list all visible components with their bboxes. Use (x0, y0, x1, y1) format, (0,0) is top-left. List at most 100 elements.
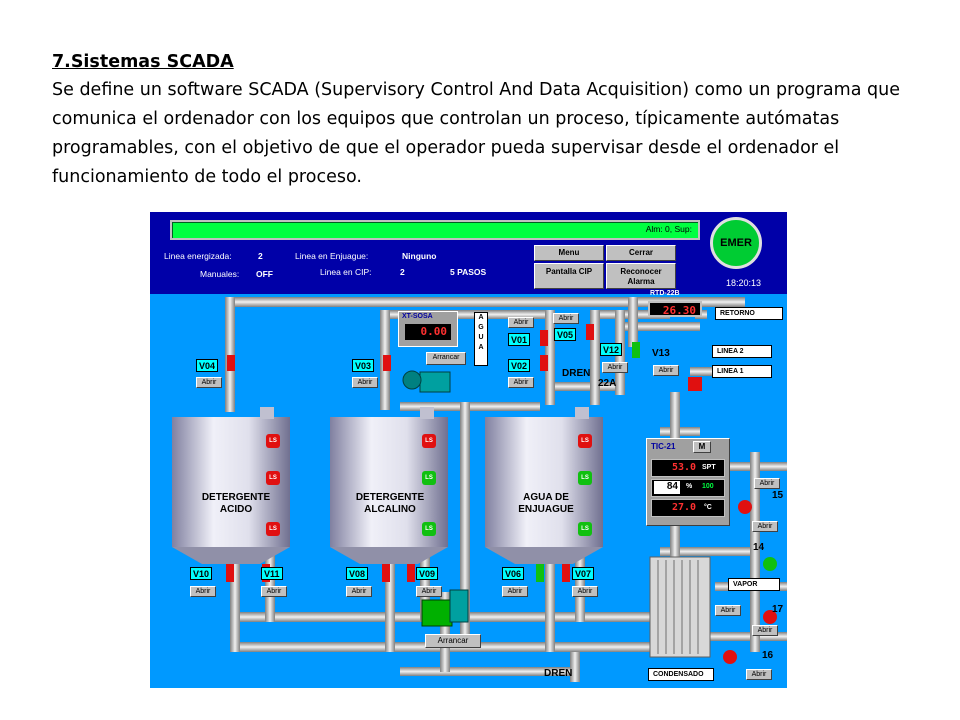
abrir-17b-button[interactable]: Abrir (752, 625, 778, 636)
pasos-value: 5 PASOS (450, 267, 487, 277)
agua-letter: G (478, 324, 484, 331)
alarm-bar: Alm: 0, Sup: (170, 220, 700, 240)
menu-button[interactable]: Menu (534, 245, 604, 261)
abrir-v06-button[interactable]: Abrir (502, 586, 528, 597)
manuales-label: Manuales: (200, 269, 240, 279)
tic21-pv-value: 27.0 (672, 502, 697, 513)
xt-sosa-value: 0.00 (405, 324, 451, 340)
heat-exchanger (649, 556, 711, 658)
label-16: 16 (762, 650, 774, 661)
abrir-v03-button[interactable]: Abrir (352, 377, 378, 388)
tic21-pv-unit: °C (704, 504, 712, 511)
dren-bottom-label: DREN (544, 668, 573, 679)
xt-sosa-panel: XT-SOSA 0.00 (398, 311, 458, 347)
abrir-v13-button[interactable]: Abrir (653, 365, 679, 376)
level-switch-alcalino-mid: LS (422, 471, 436, 485)
linea-cip-value: 2 (400, 267, 405, 277)
abrir-v07-button[interactable]: Abrir (572, 586, 598, 597)
abrir-v11-button[interactable]: Abrir (261, 586, 287, 597)
abrir-15-button[interactable]: Abrir (754, 478, 780, 489)
linea-energizada-label: Linea energizada: (164, 251, 232, 261)
pump-top (402, 370, 451, 393)
pump-bottom (421, 589, 469, 627)
tic21-setpoint-label: SPT (702, 464, 716, 471)
condensado-tag: CONDENSADO (648, 668, 714, 681)
manuales-value: OFF (256, 269, 273, 279)
abrir-v02-button[interactable]: Abrir (508, 377, 534, 388)
tank-acido-label: DETERGENTE ACIDO (201, 492, 271, 515)
emergency-button[interactable]: EMER (710, 217, 762, 269)
valve-v09-tag: V09 (416, 567, 439, 580)
level-switch-acido-mid: LS (266, 471, 280, 485)
valve-v12-tag: V12 (600, 343, 623, 356)
tank-acido (172, 407, 290, 564)
abrir-v04-button[interactable]: Abrir (196, 377, 222, 388)
valve-v05-tag: V05 (554, 328, 577, 341)
clock: 18:20:13 (726, 278, 762, 288)
agua-letter: U (478, 334, 484, 341)
rtd-label: RTD-22B (650, 290, 680, 297)
retorno-tag: RETORNO (715, 307, 783, 320)
tic21-output-value[interactable]: 84 (654, 481, 680, 494)
arrancar-pump-top-button[interactable]: Arrancar (426, 352, 466, 365)
reconocer-alarma-button[interactable]: Reconocer Alarma (606, 263, 676, 289)
tic21-mode-button[interactable]: M (693, 441, 711, 453)
valve-v03-tag: V03 (352, 359, 375, 372)
level-switch-agua-high: LS (578, 434, 592, 448)
valve-v11-tag: V11 (261, 567, 283, 580)
label-22a: 22A (598, 378, 617, 389)
tic21-output-box: 84 % 100 (651, 479, 725, 497)
tic21-pv-box: 27.0 °C (651, 499, 725, 517)
slide-text: 7.Sistemas SCADA Se define un software S… (52, 48, 912, 192)
abrir-v12-button[interactable]: Abrir (602, 362, 628, 373)
abrir-v05-button[interactable]: Abrir (553, 313, 579, 324)
tic21-setpoint-box: 53.0 SPT (651, 459, 725, 477)
label-15: 15 (772, 490, 784, 501)
pantalla-cip-button[interactable]: Pantalla CIP (534, 263, 604, 289)
tic21-output-max: 100 (702, 483, 714, 490)
tank-agua (485, 407, 603, 564)
valve-v08-tag: V08 (346, 567, 369, 580)
slide-title: 7.Sistemas SCADA (52, 52, 234, 72)
abrir-16-button[interactable]: Abrir (746, 669, 772, 680)
valve-v10-tag: V10 (190, 567, 213, 580)
v13-label: V13 (652, 348, 670, 359)
tic21-setpoint-value: 53.0 (672, 462, 697, 473)
valve-v01-tag: V01 (508, 333, 531, 346)
scada-screen: Alm: 0, Sup: Linea energizada: 2 Manuale… (150, 212, 787, 688)
linea1-tag: LINEA 1 (712, 365, 772, 378)
level-switch-alcalino-high: LS (422, 434, 436, 448)
label-17: 17 (772, 604, 784, 615)
linea-cip-label: Linea en CIP: (320, 267, 372, 277)
abrir-v08-button[interactable]: Abrir (346, 586, 372, 597)
linea-enjuague-value: Ninguno (402, 251, 437, 261)
linea2-tag: LINEA 2 (712, 345, 772, 358)
valves (226, 324, 777, 664)
alarm-summary: Alm: 0, Sup: (645, 224, 692, 234)
linea-energizada-value: 2 (258, 251, 263, 261)
valve-v02-tag: V02 (508, 359, 531, 372)
valve-v07-tag: V07 (572, 567, 595, 580)
agua-letter: A (478, 344, 484, 351)
valve-v04-tag: V04 (196, 359, 219, 372)
slide-body: Se define un software SCADA (Supervisory… (52, 80, 900, 187)
agua-inlet: A G U A (474, 312, 488, 366)
dren-mid-label: DREN (562, 368, 591, 379)
abrir-v01-button[interactable]: Abrir (508, 317, 534, 328)
tic21-output-unit: % (686, 483, 693, 490)
label-14: 14 (753, 542, 765, 553)
abrir-14-button[interactable]: Abrir (752, 521, 778, 532)
arrancar-pump-bottom-button[interactable]: Arrancar (425, 634, 481, 648)
level-switch-agua-low: LS (578, 522, 592, 536)
cerrar-button[interactable]: Cerrar (606, 245, 676, 261)
abrir-v09-button[interactable]: Abrir (416, 586, 442, 597)
level-switch-alcalino-low: LS (422, 522, 436, 536)
tic21-controller: TIC-21 M 53.0 SPT 84 % 100 27.0 °C (646, 438, 730, 526)
level-switch-acido-high: LS (266, 434, 280, 448)
valve-v06-tag: V06 (502, 567, 525, 580)
abrir-v10-button[interactable]: Abrir (190, 586, 216, 597)
linea-enjuague-label: Linea en Enjuague: (295, 251, 369, 261)
abrir-17-button[interactable]: Abrir (715, 605, 741, 616)
xt-sosa-label: XT-SOSA (402, 313, 433, 320)
level-switch-acido-low: LS (266, 522, 280, 536)
